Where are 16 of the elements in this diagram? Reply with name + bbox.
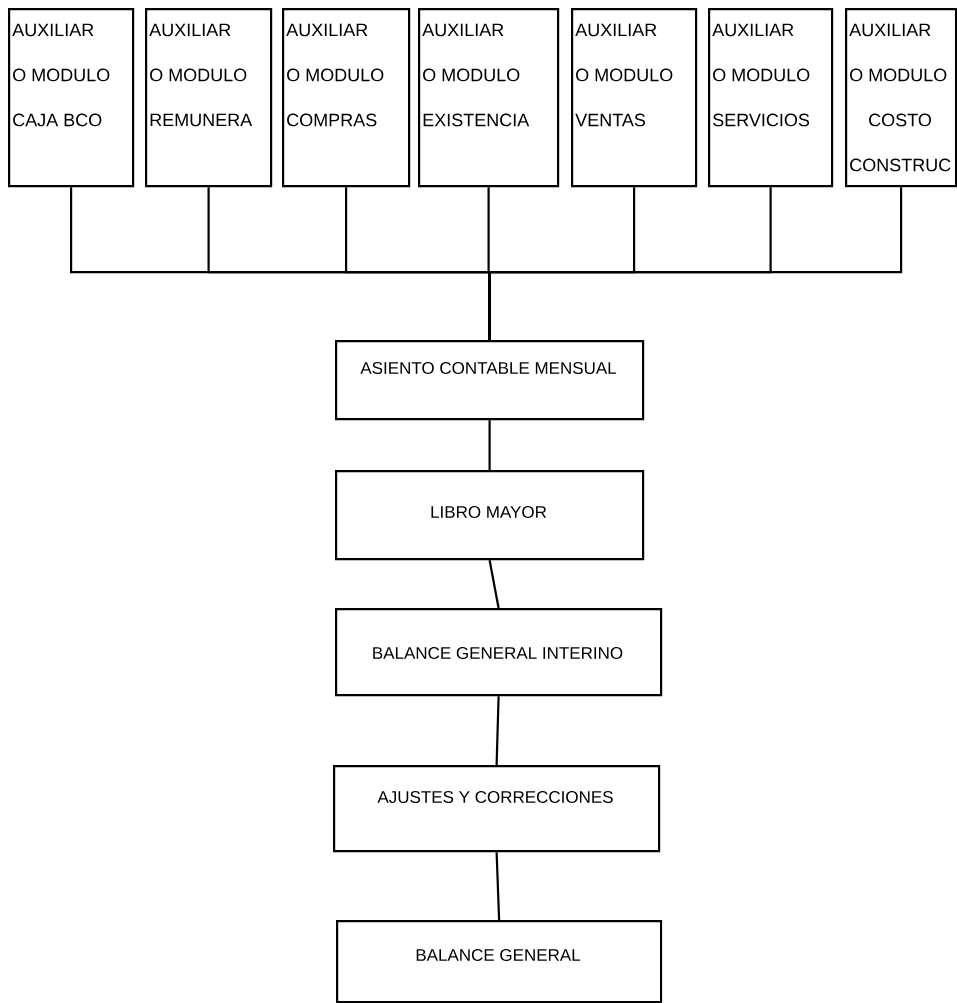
connector-line xyxy=(488,560,500,609)
process-box: BALANCE GENERAL INTERINO xyxy=(335,608,663,697)
process-box: AUXILIAR O MODULO REMUNERA xyxy=(145,8,273,188)
connector-line xyxy=(495,696,500,766)
process-box: AUXILIAR O MODULO COMPRAS xyxy=(282,8,411,188)
process-box: AUXILIAR O MODULO SERVICIOS xyxy=(708,8,834,188)
process-box: ASIENTO CONTABLE MENSUAL xyxy=(335,340,645,421)
process-box: LIBRO MAYOR xyxy=(335,470,645,561)
connector-line xyxy=(495,852,501,921)
process-box: BALANCE GENERAL xyxy=(336,920,663,1003)
process-box: AUXILIAR O MODULO VENTAS xyxy=(571,8,698,188)
connector-line xyxy=(488,420,491,470)
process-box: AUXILIAR O MODULO EXISTENCIA xyxy=(418,8,560,188)
process-box: AUXILIAR O MODULO CAJA BCO xyxy=(8,8,135,188)
process-box: AUXILIAR O MODULO COSTO CONSTRUC xyxy=(845,8,957,188)
process-box: AJUSTES Y CORRECCIONES xyxy=(333,765,661,853)
